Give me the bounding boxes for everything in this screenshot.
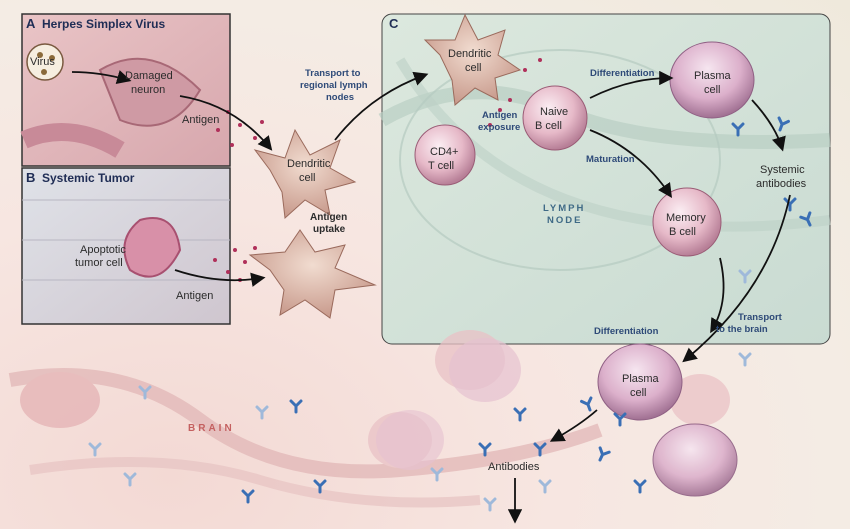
transport-brain-2: to the brain	[716, 324, 768, 335]
dendritic-top-1: Dendritic	[448, 48, 492, 60]
antigen-uptake-1: Antigen	[310, 212, 348, 223]
naive-label-2: B cell	[535, 120, 562, 132]
plasma-cell-bg-2	[449, 338, 521, 402]
transport-lymph-3: nodes	[326, 92, 354, 103]
dendritic-top-2: cell	[465, 62, 482, 74]
plasma-top-1: Plasma	[694, 70, 731, 82]
antigen-exposure-1: Antigen	[482, 110, 518, 121]
apoptotic-label-2: tumor cell	[75, 257, 123, 269]
cd4-label-1: CD4+	[430, 146, 459, 158]
panel-c-letter: C	[389, 16, 399, 31]
antigen-exposure-2: exposure	[478, 122, 521, 133]
plasma-low-2: cell	[630, 387, 647, 399]
cd4-t-cell	[414, 124, 476, 186]
plasma-cell-low	[597, 343, 683, 421]
damaged-neuron-label-1: Damaged	[125, 70, 173, 82]
cd4-label-2: T cell	[428, 160, 455, 172]
panel-a-box	[20, 13, 231, 167]
antigen-uptake-2: uptake	[313, 224, 346, 235]
antigen-dots	[213, 58, 542, 282]
damaged-neuron-label-2: neuron	[131, 84, 166, 96]
naive-label-1: Naive	[540, 106, 569, 118]
panel-b-title: Systemic Tumor	[42, 171, 135, 185]
plasma-cell-bg-3	[376, 410, 444, 470]
differentiation-top: Differentiation	[590, 68, 655, 79]
naive-b-cell	[522, 85, 588, 151]
dendritic-cell-upper	[253, 128, 357, 220]
maturation-label: Maturation	[586, 154, 635, 165]
dendritic-label-1: Dendritic	[287, 158, 331, 170]
lymph-node-label-1: LYMPH	[543, 203, 586, 214]
transport-brain-1: Transport	[738, 312, 782, 323]
plasma-cell-bg-1	[652, 423, 738, 497]
apoptotic-label-1: Apoptotic	[80, 244, 126, 256]
memory-label-2: B cell	[669, 226, 696, 238]
systemic-label-2: antibodies	[756, 178, 807, 190]
systemic-label-1: Systemic	[760, 164, 805, 176]
panel-a-title: Herpes Simplex Virus	[42, 17, 166, 31]
panel-b-box	[21, 167, 231, 325]
dendritic-cell-lower	[248, 229, 377, 319]
transport-lymph-2: regional lymph	[300, 80, 368, 91]
brain-label: BRAIN	[188, 423, 235, 434]
memory-label-1: Memory	[666, 212, 706, 224]
differentiation-low: Differentiation	[594, 326, 659, 337]
memory-b-cell	[652, 187, 722, 257]
dendritic-cell-lymph	[423, 13, 522, 106]
panel-a-letter: A	[26, 16, 36, 31]
dendritic-label-2: cell	[299, 172, 316, 184]
flow-arrows	[71, 70, 791, 524]
antigen-label-b: Antigen	[176, 290, 214, 302]
lymph-node-label-2: NODE	[547, 215, 583, 226]
plasma-low-1: Plasma	[622, 373, 659, 385]
virus-label: Virus	[30, 56, 55, 68]
panel-b-letter: B	[26, 170, 36, 185]
plasma-top-2: cell	[704, 84, 721, 96]
antigen-label-a: Antigen	[182, 114, 220, 126]
transport-lymph-1: Transport to	[305, 68, 361, 79]
antibodies-label: Antibodies	[488, 461, 540, 473]
